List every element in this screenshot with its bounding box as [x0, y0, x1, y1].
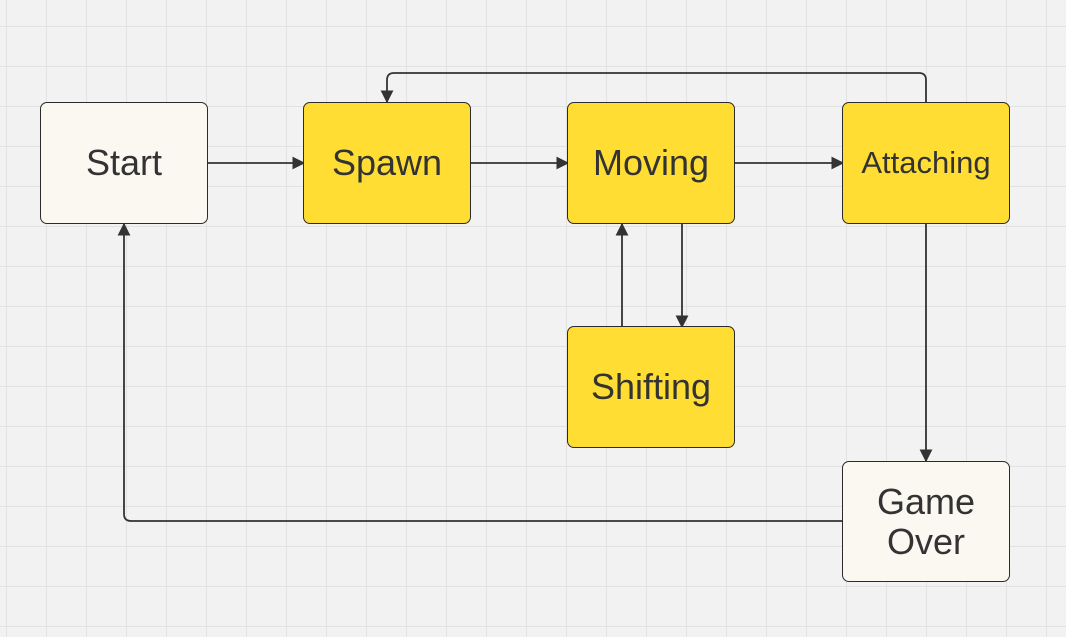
node-attaching-label: Attaching [861, 145, 991, 180]
node-start[interactable]: Start [40, 102, 208, 224]
node-shifting-label: Shifting [590, 366, 712, 407]
node-game-over-label: Game Over [876, 480, 976, 562]
node-spawn[interactable]: Spawn [303, 102, 471, 224]
node-moving-label: Moving [592, 142, 710, 183]
node-game-over[interactable]: Game Over [842, 461, 1010, 582]
edge-game-over-to-start [117, 222, 843, 522]
node-shifting[interactable]: Shifting [567, 326, 735, 448]
node-moving[interactable]: Moving [567, 102, 735, 224]
node-spawn-label: Spawn [331, 142, 443, 183]
node-attaching[interactable]: Attaching [842, 102, 1010, 224]
edge-attaching-to-spawn [380, 72, 927, 104]
node-start-label: Start [85, 142, 163, 183]
